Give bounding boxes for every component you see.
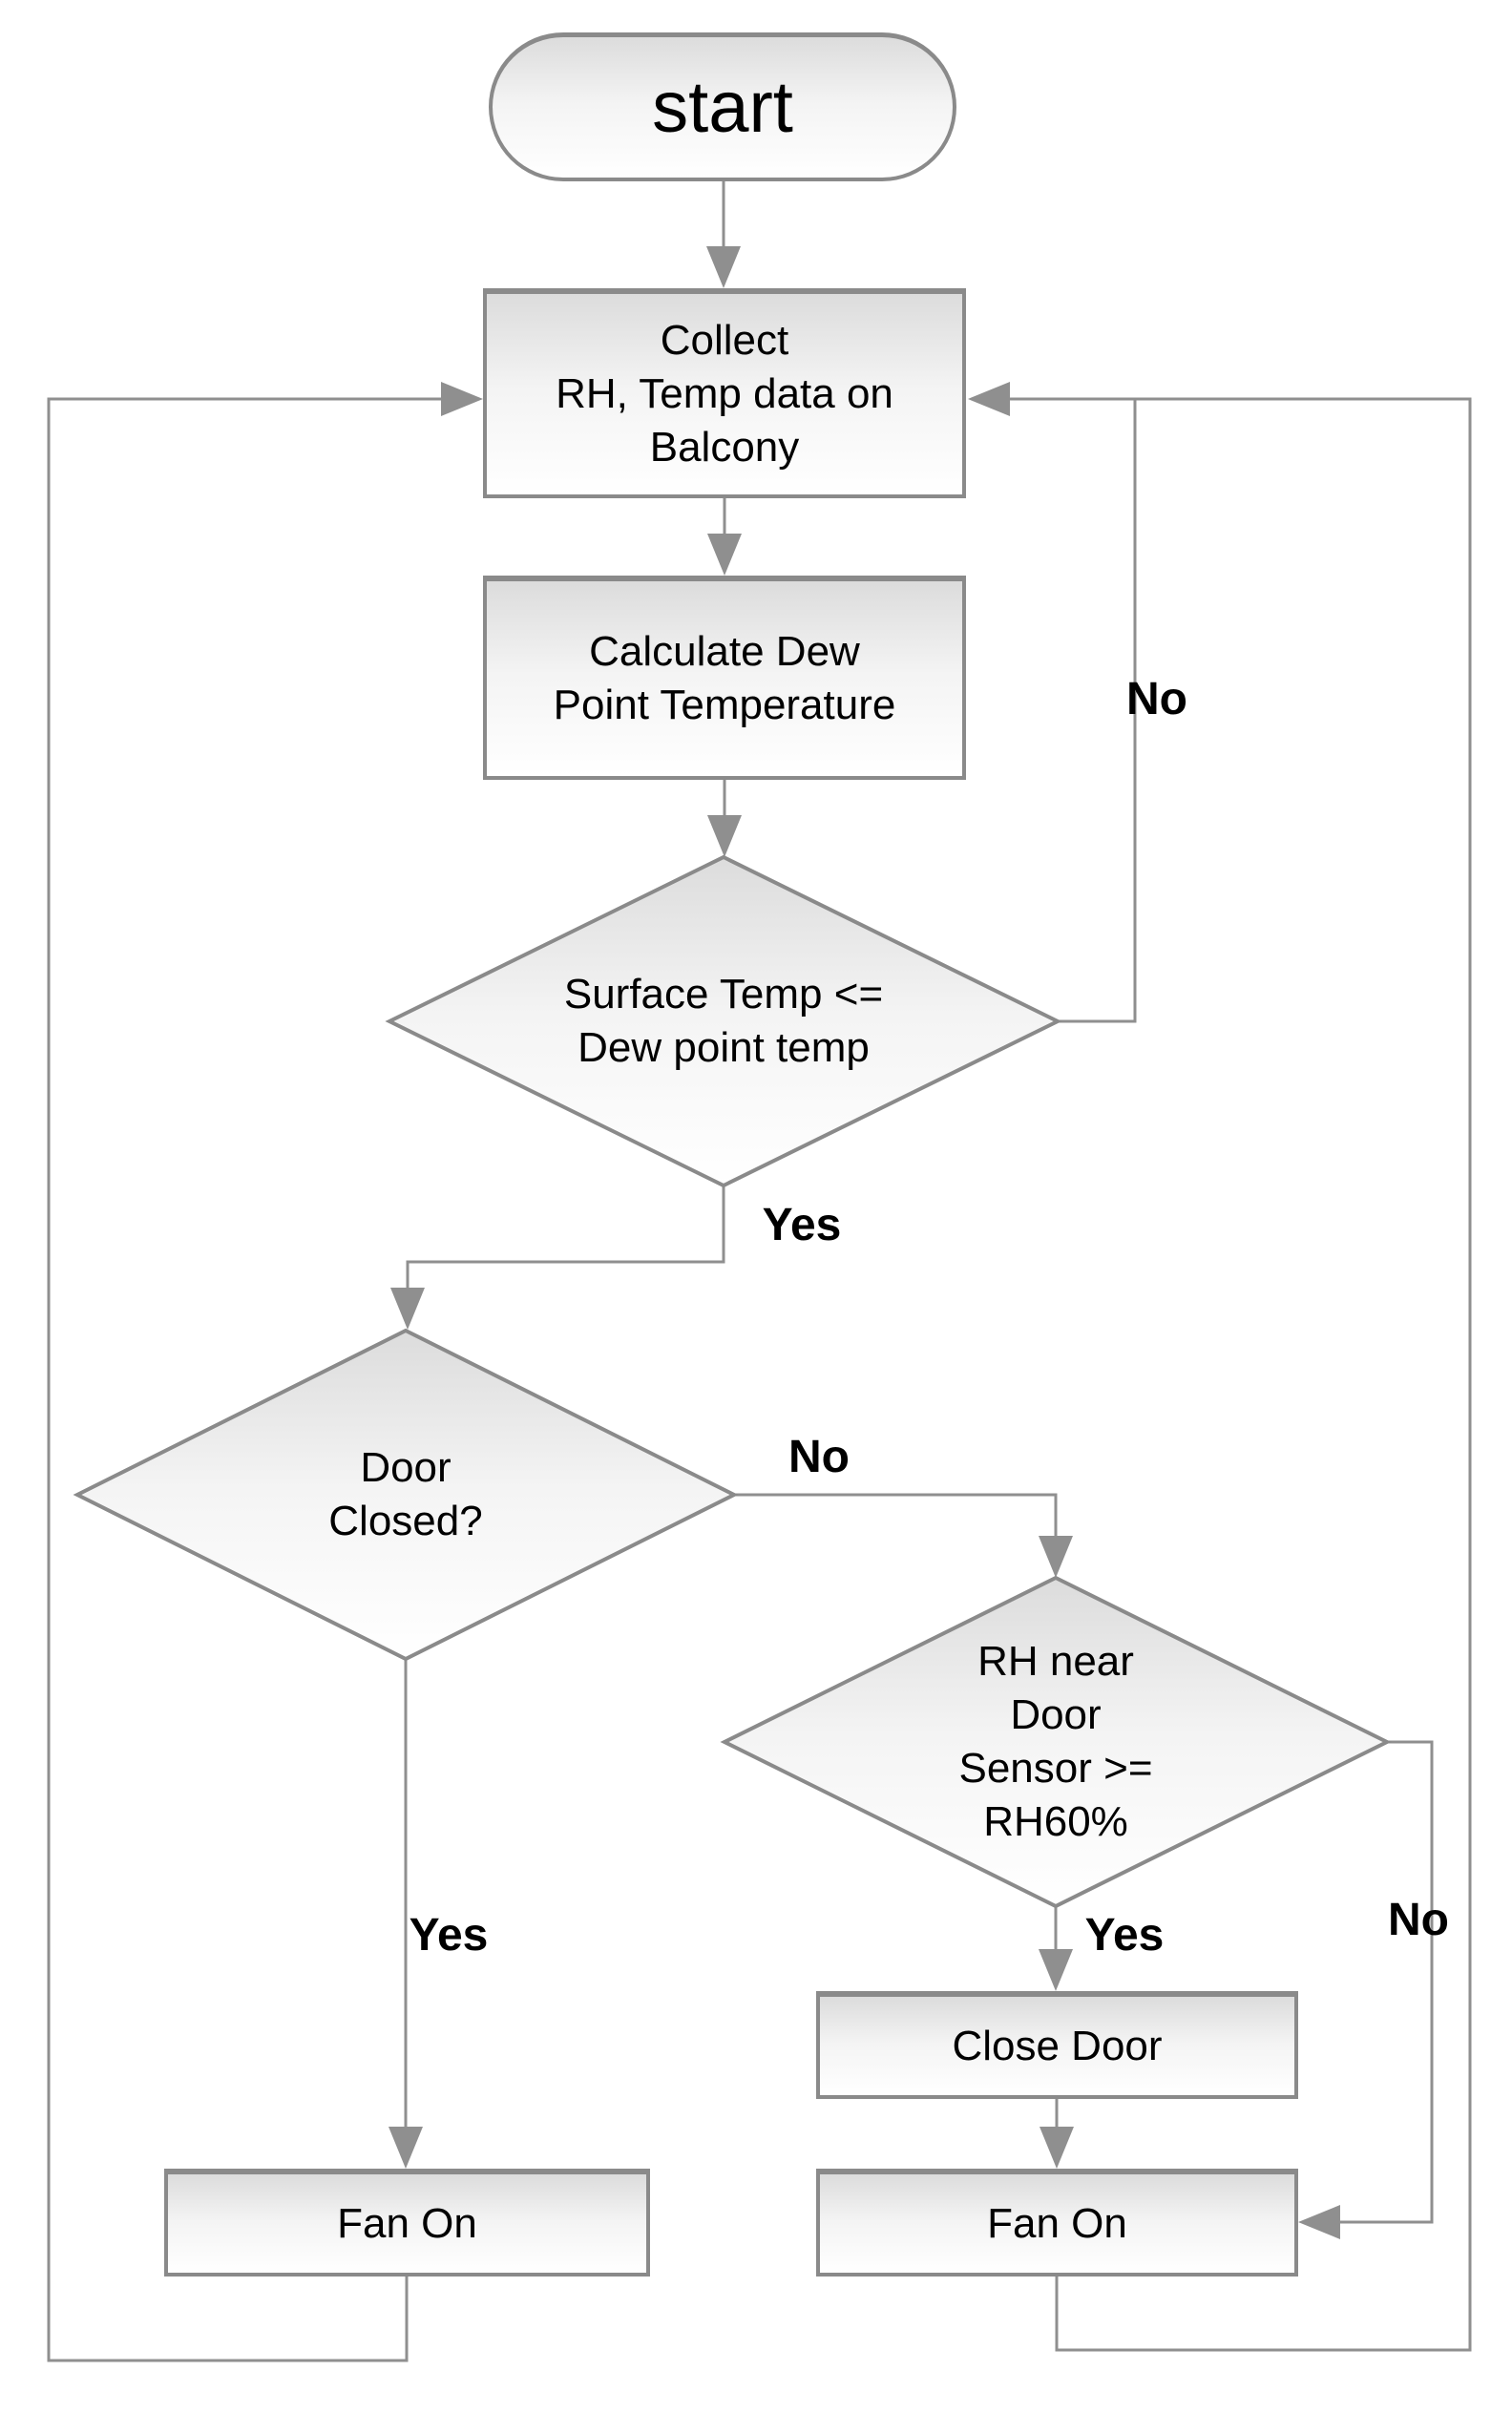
arrowhead-into-door (390, 1288, 425, 1330)
calculate-dew-point-node: Calculate Dew Point Temperature (483, 576, 966, 780)
arrowhead-into-collect-right (968, 382, 1010, 416)
door-closed-decision-shape (73, 1328, 739, 1662)
arrowhead-into-collect-left (441, 382, 483, 416)
fan-on-left-node: Fan On (164, 2169, 650, 2277)
edge-fanright-feedback-to-collect (1055, 397, 1472, 2352)
arrowhead-into-calculate (707, 534, 742, 576)
close-door-node: Close Door (816, 1991, 1298, 2099)
rh-sensor-decision-label: RH near Door Sensor >= RH60% (958, 1638, 1153, 1845)
arrowhead-into-fanright-side (1298, 2205, 1340, 2239)
edge-label-surface-no: No (1126, 674, 1187, 724)
arrowhead-into-closedoor (1039, 1949, 1073, 1991)
edge-rh-no-to-fanright (1340, 1740, 1434, 2224)
edge-label-rh-no: No (1388, 1895, 1449, 1945)
arrowhead-into-collect-top (706, 246, 741, 288)
surface-temp-decision-label: Surface Temp <= Dew point temp (563, 971, 884, 1071)
edge-surface-yes-to-door (406, 1186, 725, 1290)
arrowhead-into-surface (707, 815, 742, 857)
fan-on-right-node: Fan On (816, 2169, 1298, 2277)
start-node: start (489, 32, 956, 181)
surface-temp-decision-shape (385, 854, 1062, 1188)
edge-label-door-yes: Yes (409, 1910, 489, 1961)
door-closed-decision-label: Door Closed? (328, 1444, 483, 1544)
rh-sensor-decision-shape (720, 1575, 1392, 1909)
edge-door-no-to-rh (734, 1493, 1058, 1538)
arrowhead-into-rh (1039, 1536, 1073, 1578)
arrowhead-into-fanright-top (1040, 2127, 1074, 2169)
edge-label-door-no: No (788, 1432, 850, 1482)
collect-data-node: Collect RH, Temp data on Balcony (483, 288, 966, 498)
edge-label-surface-yes: Yes (762, 1200, 842, 1250)
edge-surface-no-to-collect (1010, 397, 1137, 1023)
arrowhead-into-fanleft (388, 2127, 423, 2169)
edge-fanleft-feedback-to-collect (47, 397, 443, 2362)
edge-label-rh-yes: Yes (1084, 1910, 1165, 1961)
